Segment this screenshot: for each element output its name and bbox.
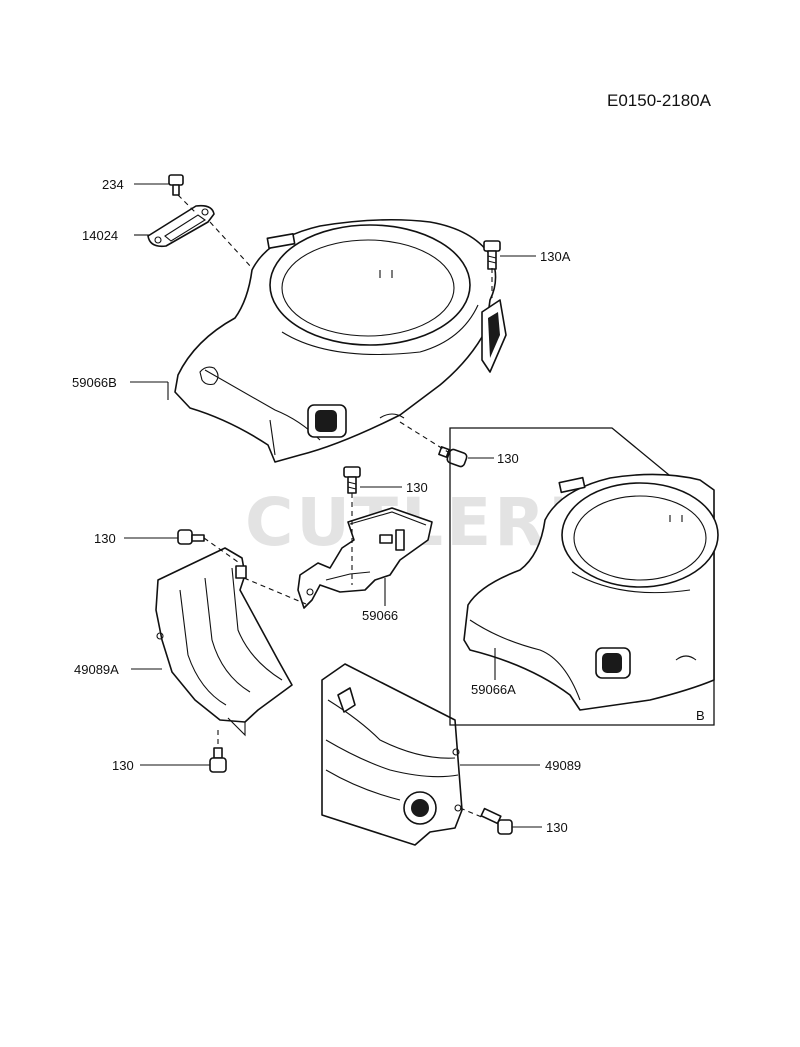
label-49089a: 49089A (74, 662, 119, 677)
label-234: 234 (102, 177, 124, 192)
screw-234[interactable] (168, 174, 184, 196)
bolt-130-right[interactable] (480, 807, 513, 835)
label-130-bottom: 130 (112, 758, 134, 773)
label-49089: 49089 (545, 758, 581, 773)
cover-49089[interactable] (321, 663, 463, 846)
leader-lines (124, 183, 542, 828)
plate-14024[interactable] (147, 204, 215, 248)
bolt-130-bottom[interactable] (209, 747, 227, 773)
label-130-cover: 130 (497, 451, 519, 466)
label-130-right: 130 (546, 820, 568, 835)
label-130-bracket: 130 (406, 480, 428, 495)
bolt-130-cover[interactable] (438, 446, 468, 468)
bracket-59066[interactable] (297, 507, 433, 609)
cover-49089a[interactable] (155, 547, 293, 737)
inset-letter: B (696, 708, 705, 723)
bolt-130-left[interactable] (177, 529, 205, 545)
label-59066a: 59066A (471, 682, 516, 697)
label-14024: 14024 (82, 228, 118, 243)
label-59066b: 59066B (72, 375, 117, 390)
fan-housing-59066a[interactable] (463, 473, 719, 711)
fan-housing-59066b[interactable] (174, 218, 507, 463)
label-59066: 59066 (362, 608, 398, 623)
label-130a: 130A (540, 249, 571, 264)
label-130-left: 130 (94, 531, 116, 546)
diagram-code: E0150-2180A (607, 91, 712, 110)
